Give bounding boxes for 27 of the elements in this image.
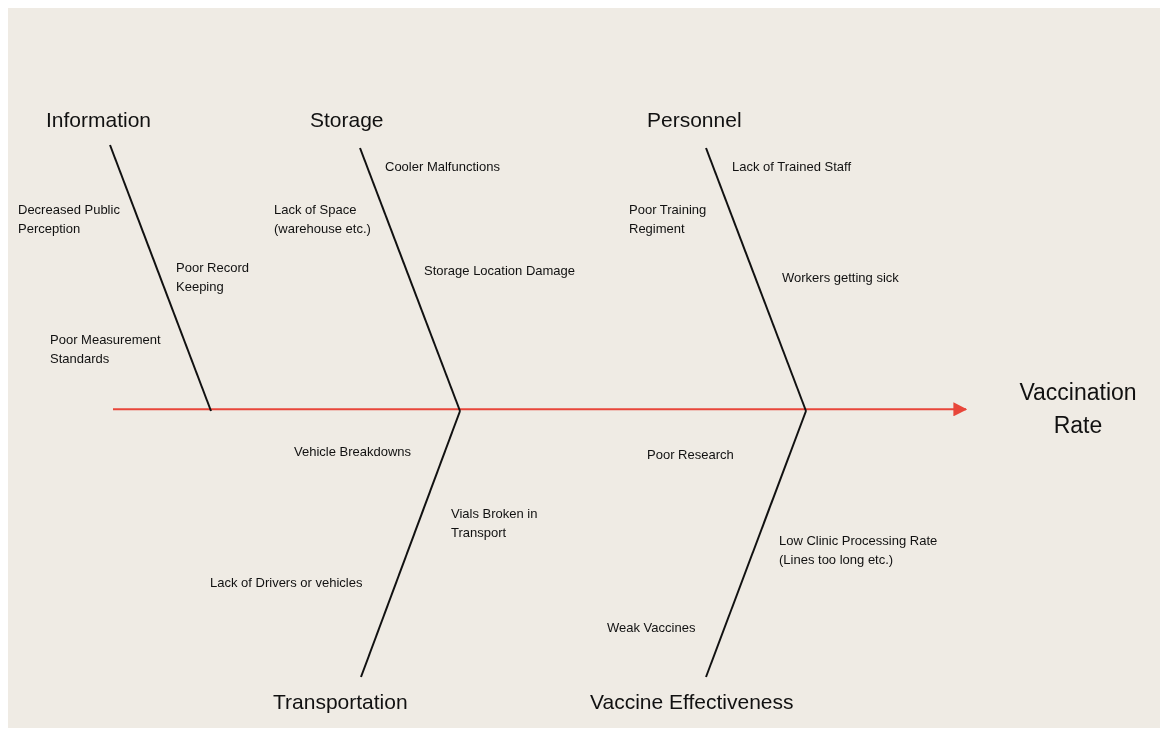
cause-label: Lack of Trained Staff — [732, 158, 851, 176]
cause-label: Poor Record Keeping — [176, 259, 250, 296]
bone-line — [360, 410, 461, 678]
category-label: Transportation — [273, 690, 408, 714]
effect-label: Vaccination Rate — [968, 376, 1148, 443]
cause-label: Lack of Space (warehouse etc.) — [274, 201, 372, 238]
category-label: Storage — [310, 108, 384, 132]
cause-label: Low Clinic Processing Rate (Lines too long etc.) — [779, 532, 939, 569]
category-label: Information — [46, 108, 152, 132]
cause-label: Poor Research — [647, 446, 734, 464]
cause-label: Vehicle Breakdowns — [294, 443, 412, 461]
bone-line — [359, 147, 461, 412]
bone-line — [109, 144, 212, 412]
cause-label: Lack of Drivers or vehicles — [210, 574, 363, 592]
category-label: Vaccine Effectiveness — [590, 690, 794, 714]
cause-label: Cooler Malfunctions — [385, 158, 500, 176]
bone-line — [705, 147, 807, 412]
cause-label: Vials Broken in Transport — [451, 505, 539, 542]
cause-label: Workers getting sick — [782, 269, 899, 287]
cause-label: Poor Measurement Standards — [50, 331, 162, 368]
bone-line — [705, 410, 807, 678]
cause-label: Decreased Public Perception — [18, 201, 121, 238]
cause-label: Storage Location Damage — [424, 262, 576, 280]
cause-label: Weak Vaccines — [607, 619, 696, 637]
spine-arrow — [112, 402, 968, 417]
cause-label: Poor Training Regiment — [629, 201, 708, 238]
category-label: Personnel — [647, 108, 742, 132]
